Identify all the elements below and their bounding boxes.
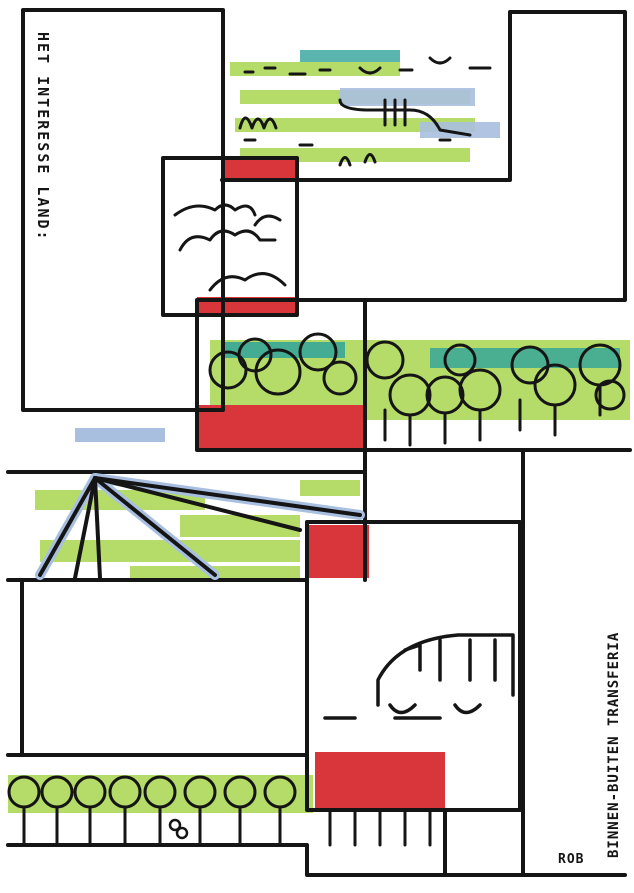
title-label: HET INTERESSE LAND: [34, 32, 52, 242]
bicycle-icon [170, 820, 187, 838]
signature: ROB [558, 852, 584, 867]
car-icon [325, 635, 513, 718]
cloud-icon [175, 205, 285, 290]
transferia-label: BINNEN-BUITEN TRANSFERIA [606, 632, 622, 858]
blue-dash [75, 428, 165, 442]
